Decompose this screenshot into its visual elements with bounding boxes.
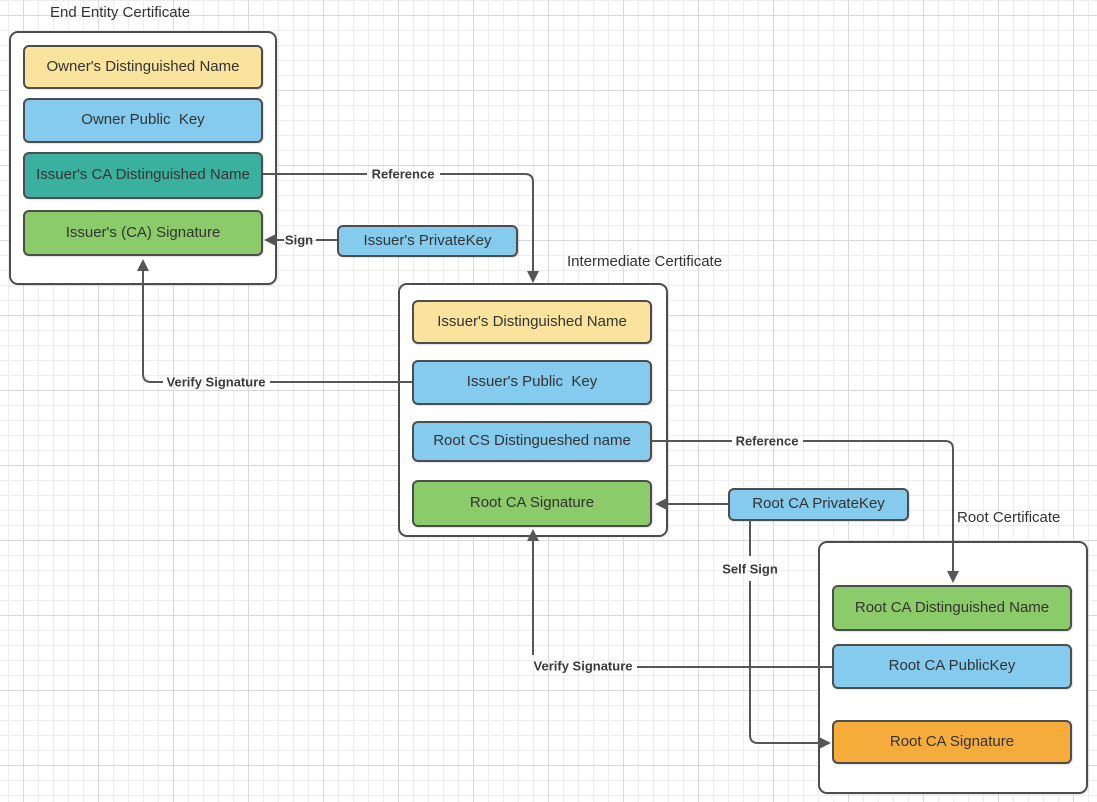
label-verify-signature-2: Verify Signature xyxy=(533,658,633,674)
node-root-ca-signature-intermediate: Root CA Signature xyxy=(412,480,652,527)
node-root-ca-distinguished-name: Root CA Distinguished Name xyxy=(832,585,1072,631)
node-issuers-distinguished-name: Issuer's Distinguished Name xyxy=(412,300,652,344)
end-entity-certificate-title: End Entity Certificate xyxy=(50,4,191,21)
node-issuers-public-key: Issuer's Public Key xyxy=(412,360,652,405)
connector-verify-signature-2 xyxy=(527,529,832,668)
node-root-ca-privatekey: Root CA PrivateKey xyxy=(728,488,909,521)
label-reference-2: Reference xyxy=(735,433,799,449)
node-owners-distinguished-name: Owner's Distinguished Name xyxy=(23,45,263,89)
label-sign: Sign xyxy=(284,232,314,248)
label-self-sign: Self Sign xyxy=(722,561,778,577)
node-issuers-ca-distinguished-name: Issuer's CA Distinguished Name xyxy=(23,152,263,199)
node-issuers-ca-signature: Issuer's (CA) Signature xyxy=(23,210,263,256)
intermediate-certificate-title: Intermediate Certificate xyxy=(567,253,723,270)
node-owner-public-key: Owner Public Key xyxy=(23,98,263,143)
node-root-ca-signature-root: Root CA Signature xyxy=(832,720,1072,764)
label-verify-signature-1: Verify Signature xyxy=(166,374,266,390)
node-issuers-privatekey: Issuer's PrivateKey xyxy=(337,225,518,257)
node-root-cs-distingueshed-name: Root CS Distingueshed name xyxy=(412,421,652,462)
label-reference-1: Reference xyxy=(371,166,435,182)
node-root-ca-publickey: Root CA PublicKey xyxy=(832,644,1072,689)
root-certificate-title: Root Certificate xyxy=(957,509,1061,526)
